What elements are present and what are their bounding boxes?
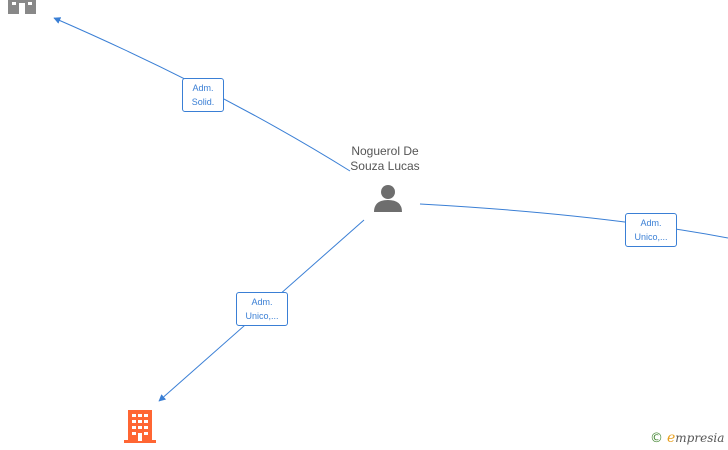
building-icon[interactable] xyxy=(124,410,156,443)
brand-initial: e xyxy=(667,430,676,446)
empresia-logo: © empresia xyxy=(650,430,724,446)
edge-label-line1: Adm. xyxy=(640,218,662,228)
edge-label-unico-right[interactable]: Adm. Unico,... xyxy=(625,213,677,247)
edge-label-line2: Unico,... xyxy=(634,232,668,242)
edge-label-line2: Unico,... xyxy=(245,311,279,321)
edge-label-unico-left[interactable]: Adm. Unico,... xyxy=(236,292,288,326)
building-icon[interactable] xyxy=(8,0,36,14)
person-name-line2: Souza Lucas xyxy=(350,159,420,173)
edge-label-line1: Adm. xyxy=(251,297,273,307)
person-icon[interactable] xyxy=(374,185,402,212)
edge-line-unico-right xyxy=(419,203,728,239)
person-name-line1: Noguerol De xyxy=(351,144,419,158)
brand-name: mpresia xyxy=(675,431,725,445)
copyright-symbol: © xyxy=(650,431,663,446)
edge-label-solid[interactable]: Adm. Solid. xyxy=(182,78,224,112)
edge-label-line2: Solid. xyxy=(191,97,215,107)
person-name[interactable]: Noguerol De Souza Lucas xyxy=(335,144,435,174)
edge-label-line1: Adm. xyxy=(192,83,214,93)
